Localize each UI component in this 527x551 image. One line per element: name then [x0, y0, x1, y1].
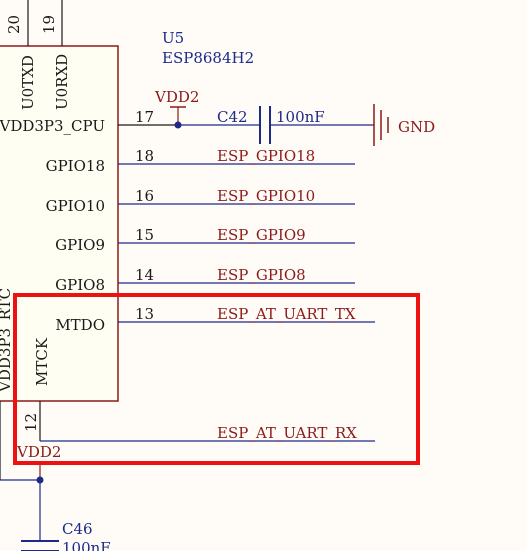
- net-label-esp-at-uart-tx: ESP_AT_UART_TX: [217, 305, 356, 323]
- cap-c42-value: 100nF: [276, 108, 325, 126]
- component-part-number: ESP8684H2: [162, 49, 254, 67]
- pin-number-17: 17: [135, 108, 154, 126]
- pin-name-mtdo: MTDO: [55, 316, 105, 334]
- pin-name-vdd3p3-cpu: VDD3P3_CPU: [0, 117, 105, 135]
- pin-number-19: 19: [40, 15, 58, 34]
- pin-name-mtck: MTCK: [33, 337, 51, 386]
- net-label-esp-at-uart-rx: ESP_AT_UART_RX: [217, 424, 357, 442]
- junction-dot-vdd2: [174, 121, 182, 129]
- cap-c42-designator: C42: [217, 108, 248, 126]
- pin-name-gpio8: GPIO8: [55, 276, 105, 294]
- pin-number-16: 16: [135, 187, 154, 205]
- pin-number-15: 15: [135, 226, 154, 244]
- power-net-vdd2-top: VDD2: [154, 88, 199, 106]
- net-label-esp-gpio18: ESP_GPIO18: [217, 147, 315, 165]
- cap-c46-designator: C46: [62, 520, 93, 538]
- ground-icon: [373, 104, 389, 146]
- net-label-esp-gpio8: ESP_GPIO8: [217, 266, 306, 284]
- pin-name-vdd3p3-rtc: VDD3P3_RTC: [0, 288, 14, 393]
- pin-number-14: 14: [135, 266, 154, 284]
- cap-c46-value: 100nF: [62, 539, 111, 551]
- component-body: [0, 45, 119, 402]
- pin-name-u0txd: U0TXD: [19, 55, 37, 110]
- pin-number-13: 13: [135, 305, 154, 323]
- pin-name-gpio18: GPIO18: [46, 157, 105, 175]
- ground-label: GND: [398, 118, 435, 136]
- component-designator: U5: [162, 29, 184, 47]
- pin-name-gpio10: GPIO10: [46, 197, 105, 215]
- net-label-esp-gpio10: ESP_GPIO10: [217, 187, 315, 205]
- power-net-vdd2-bottom: VDD2: [16, 443, 61, 461]
- pin-number-18: 18: [135, 147, 154, 165]
- pin-name-gpio9: GPIO9: [55, 236, 105, 254]
- pin-number-12: 12: [22, 413, 40, 432]
- pin-name-u0rxd: U0RXD: [53, 54, 71, 110]
- net-label-esp-gpio9: ESP_GPIO9: [217, 226, 306, 244]
- highlight-box: [13, 293, 420, 465]
- pin-number-20: 20: [5, 15, 23, 34]
